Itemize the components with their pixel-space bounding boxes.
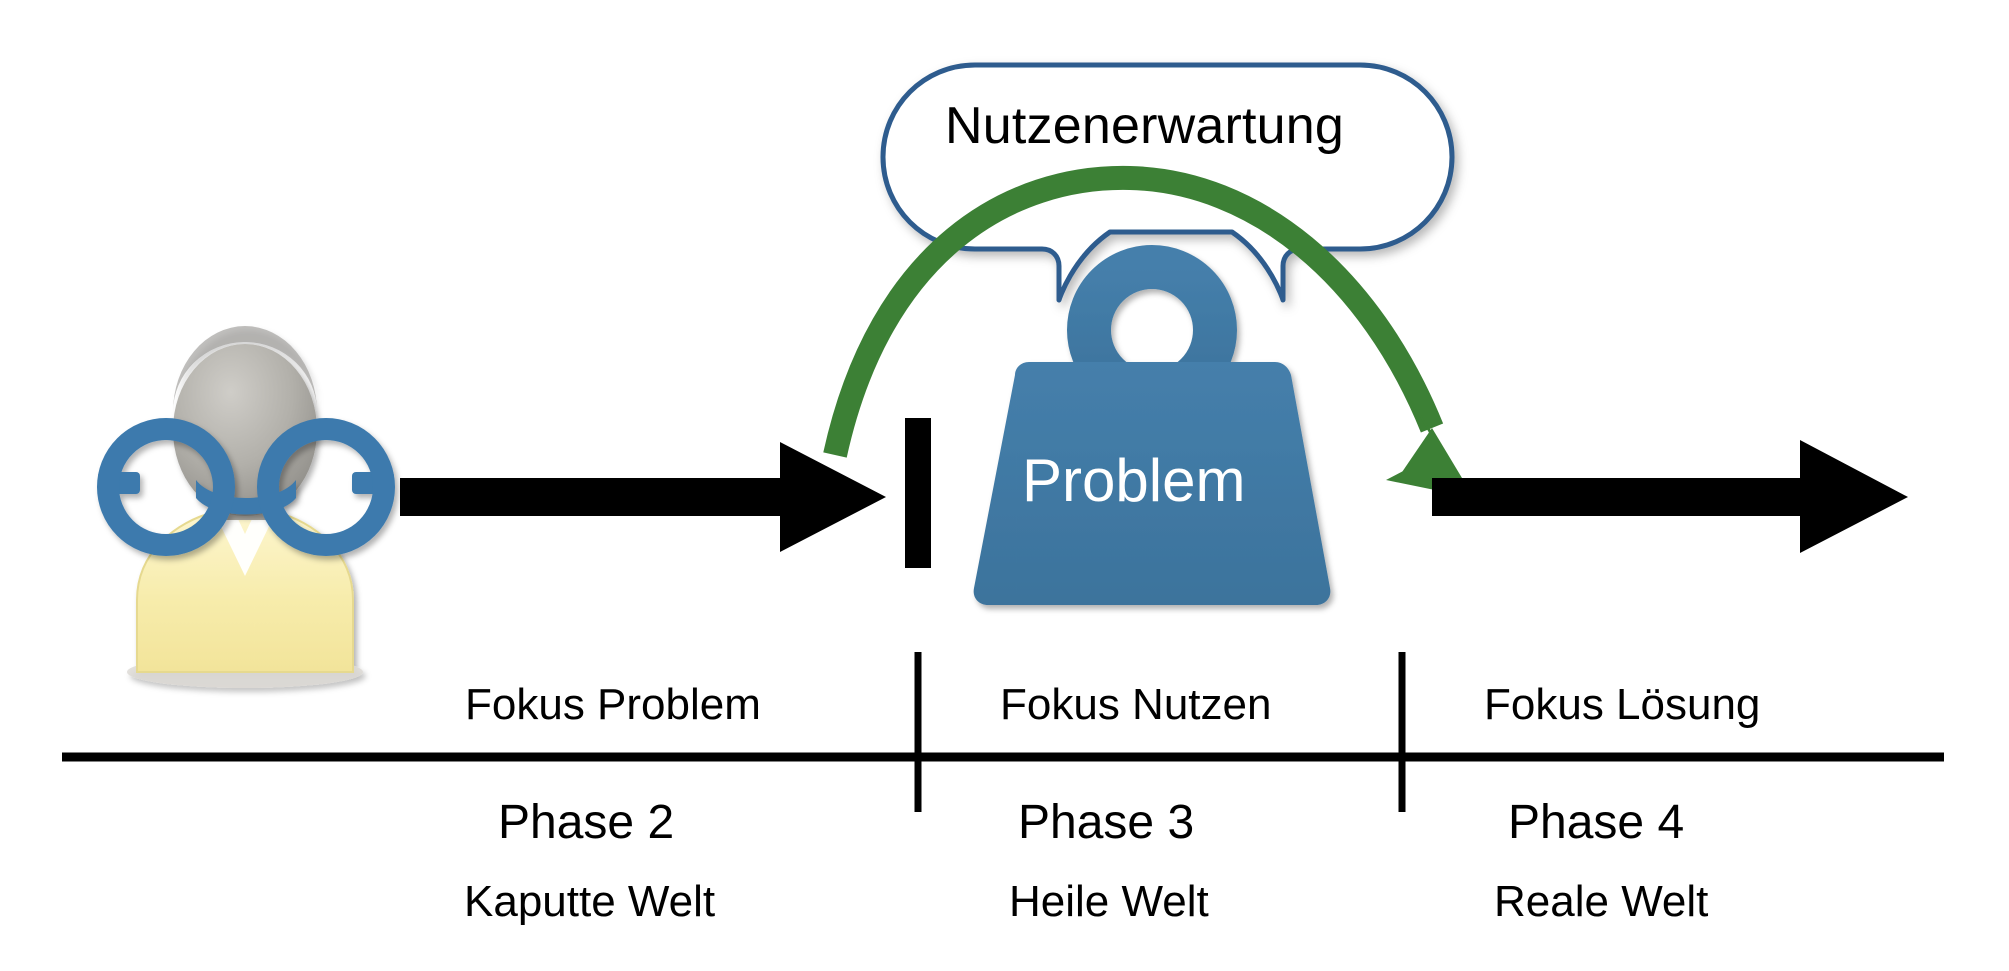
- stop-bar: [905, 418, 931, 568]
- focus-label-3: Fokus Lösung: [1484, 680, 1761, 729]
- weight-icon: [973, 245, 1331, 605]
- focus-label-1: Fokus Problem: [465, 680, 761, 729]
- black-arrow-left-segment: [400, 442, 886, 552]
- bubble-label: Nutzenerwartung: [945, 97, 1344, 155]
- phase-label-3: Phase 4: [1508, 796, 1685, 849]
- problem-label: Problem: [1022, 447, 1246, 514]
- black-arrow-right-segment: [1432, 440, 1908, 553]
- focus-label-2: Fokus Nutzen: [1000, 680, 1272, 729]
- world-label-1: Kaputte Welt: [464, 877, 716, 926]
- world-label-2: Heile Welt: [1009, 877, 1209, 926]
- phase-label-1: Phase 2: [498, 796, 675, 849]
- person-with-glasses-icon: [127, 326, 363, 688]
- glasses-icon: [97, 418, 395, 556]
- world-label-3: Reale Welt: [1494, 877, 1709, 926]
- phase-label-2: Phase 3: [1018, 796, 1195, 849]
